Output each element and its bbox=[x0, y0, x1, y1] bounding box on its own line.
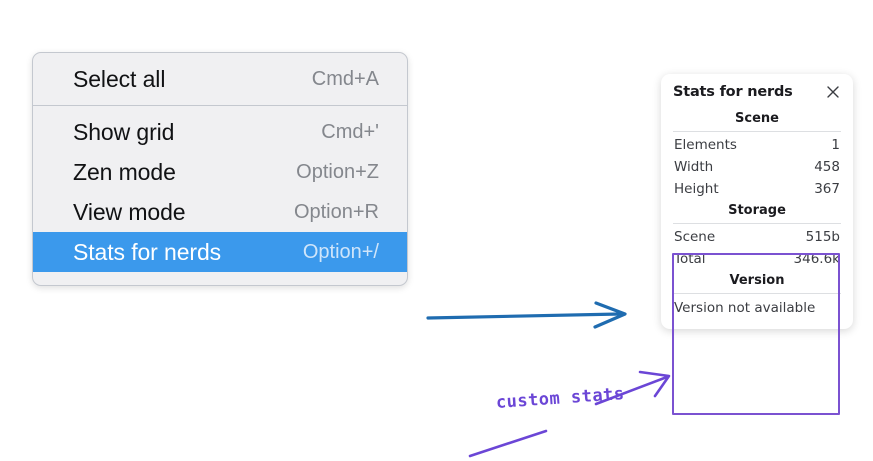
stat-row: Width 458 bbox=[673, 156, 841, 178]
version-value: Version not available bbox=[674, 300, 816, 316]
stat-key: Scene bbox=[674, 229, 716, 245]
section-heading-version: Version bbox=[729, 273, 785, 288]
stat-row: Total 346.6k bbox=[673, 248, 841, 270]
stat-value: 367 bbox=[814, 181, 840, 197]
stat-value: 1 bbox=[831, 137, 840, 153]
menu-item-shortcut: Option+R bbox=[293, 200, 379, 223]
close-icon[interactable] bbox=[825, 84, 841, 100]
callout-underline bbox=[468, 429, 548, 458]
panel-header: Stats for nerds bbox=[673, 84, 841, 100]
stats-for-nerds-panel[interactable]: Stats for nerds Scene Elements 1 Width 4… bbox=[661, 74, 853, 329]
stat-key: Total bbox=[674, 251, 706, 267]
section-heading-storage: Storage bbox=[728, 203, 786, 218]
menu-item-shortcut: Option+Z bbox=[296, 160, 379, 183]
menu-item-select-all[interactable]: Select all Cmd+A bbox=[33, 59, 407, 99]
stat-value: 346.6k bbox=[793, 251, 840, 267]
menu-item-stats-for-nerds[interactable]: Stats for nerds Option+/ bbox=[33, 232, 407, 272]
section-divider bbox=[673, 131, 841, 132]
menu-bottom-padding bbox=[33, 272, 407, 279]
stat-key: Elements bbox=[674, 137, 737, 153]
menu-item-shortcut: Cmd+A bbox=[311, 67, 379, 90]
menu-section-2: Show grid Cmd+' Zen mode Option+Z View m… bbox=[33, 105, 407, 285]
menu-item-show-grid[interactable]: Show grid Cmd+' bbox=[33, 112, 407, 152]
menu-item-shortcut: Cmd+' bbox=[321, 120, 379, 143]
flow-arrow bbox=[426, 301, 627, 329]
menu-item-label: Show grid bbox=[73, 118, 175, 145]
menu-item-view-mode[interactable]: View mode Option+R bbox=[33, 192, 407, 232]
menu-item-label: View mode bbox=[73, 198, 186, 225]
stat-value: 515b bbox=[805, 229, 840, 245]
menu-item-shortcut: Option+/ bbox=[302, 240, 379, 263]
panel-title: Stats for nerds bbox=[673, 84, 793, 100]
stat-row: Scene 515b bbox=[673, 226, 841, 248]
section-divider bbox=[673, 223, 841, 224]
menu-section-1: Select all Cmd+A bbox=[33, 53, 407, 105]
menu-item-label: Zen mode bbox=[73, 158, 176, 185]
stat-key: Width bbox=[674, 159, 714, 175]
stat-row: Height 367 bbox=[673, 178, 841, 200]
canvas-context-menu[interactable]: Select all Cmd+A Show grid Cmd+' Zen mod… bbox=[32, 52, 408, 286]
stat-key: Height bbox=[674, 181, 719, 197]
menu-item-label: Select all bbox=[73, 65, 166, 92]
section-heading-scene: Scene bbox=[735, 111, 779, 126]
stat-row: Elements 1 bbox=[673, 134, 841, 156]
section-divider bbox=[673, 293, 841, 294]
menu-item-zen-mode[interactable]: Zen mode Option+Z bbox=[33, 152, 407, 192]
callout-label: custom stats bbox=[495, 384, 626, 413]
menu-item-label: Stats for nerds bbox=[73, 238, 222, 265]
stat-value: 458 bbox=[814, 159, 840, 175]
